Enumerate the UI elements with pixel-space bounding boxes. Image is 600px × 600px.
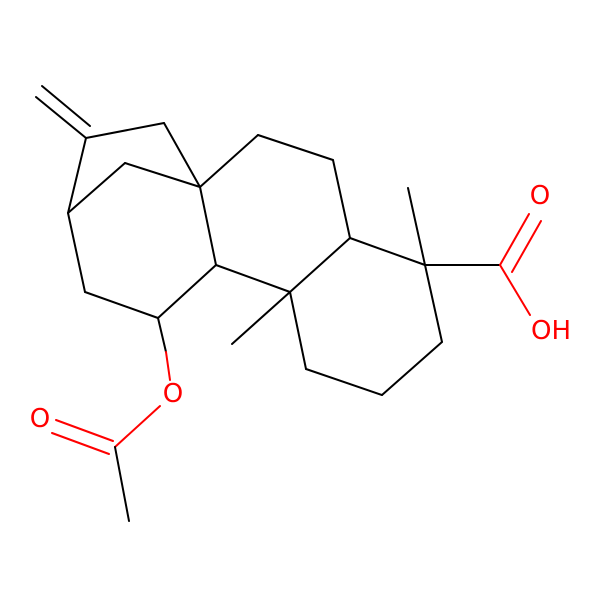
carbonyl-oxygen-acid-label: O bbox=[530, 181, 550, 211]
hydroxyl-acid-label: OH bbox=[531, 316, 571, 346]
ring-b-bonds bbox=[199, 134, 351, 293]
ester-oxygen-label: O bbox=[163, 379, 183, 409]
ring-a-bonds bbox=[289, 237, 443, 396]
acetate-ester-group bbox=[51, 317, 171, 522]
carboxylic-acid-group bbox=[424, 213, 542, 316]
methyl-c4-bond bbox=[407, 187, 426, 266]
carbonyl-oxygen-ester-label: O bbox=[30, 404, 50, 434]
methyl-bonds bbox=[231, 187, 426, 345]
bicyclic-cage-bonds bbox=[67, 122, 217, 319]
methyl-c10-bond bbox=[231, 291, 291, 345]
exocyclic-methylene-bond bbox=[35, 85, 91, 139]
